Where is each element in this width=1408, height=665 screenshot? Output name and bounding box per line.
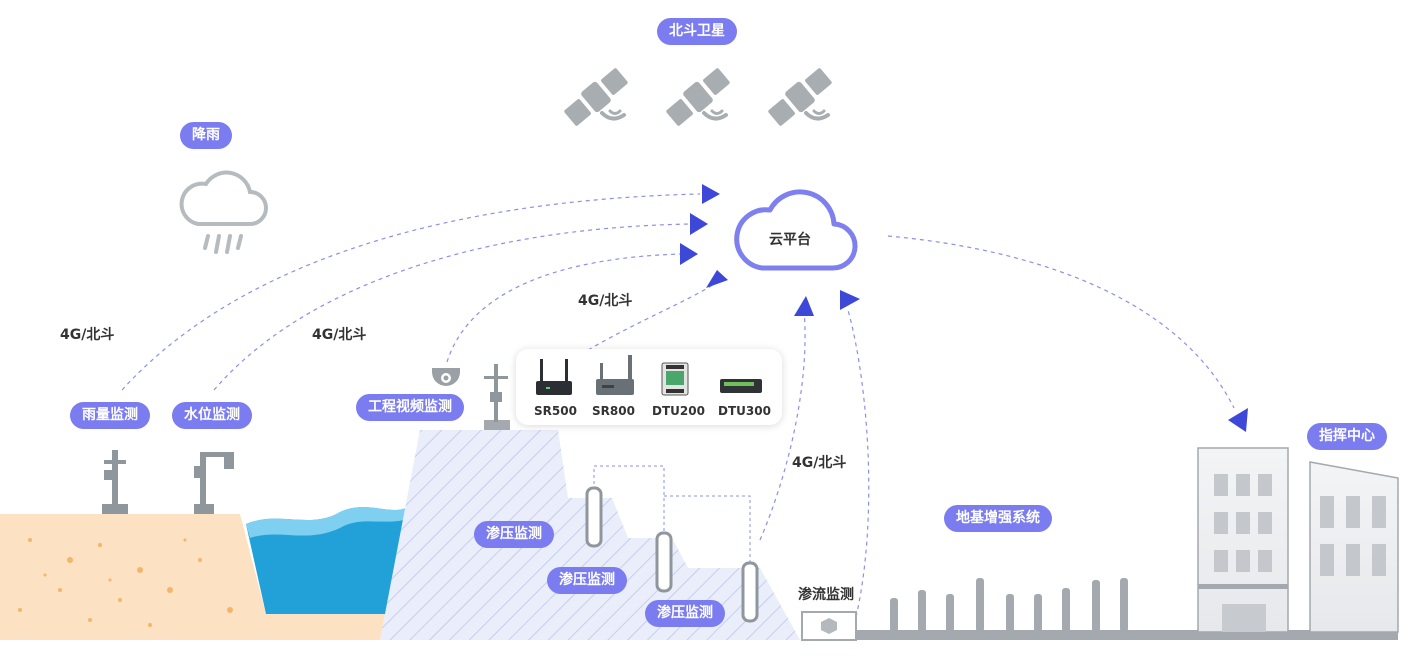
arrow-icon (690, 213, 708, 235)
device-card: SR500 SR800 DTU200 DTU300 (516, 349, 782, 425)
video-monitor-label: 工程视频监测 (356, 394, 464, 421)
device-label: DTU200 (652, 404, 705, 418)
gnss-system-label: 地基增强系统 (944, 505, 1052, 532)
arrow-icon (840, 290, 860, 310)
satellite-icon (666, 68, 730, 126)
mast-base (484, 420, 510, 430)
cloud-platform-label: 云平台 (769, 232, 811, 248)
arrow-icon (1228, 408, 1248, 432)
water-surface (246, 507, 406, 538)
seepage-flow-label: 渗流监测 (798, 587, 854, 603)
satellite-icon (768, 68, 832, 126)
link-label: 4G/北斗 (60, 327, 115, 343)
device-label: SR500 (534, 404, 577, 418)
device-icons (536, 355, 762, 396)
seepage-icon (821, 618, 837, 634)
device-label: DTU300 (718, 404, 771, 418)
sand-bank (0, 514, 385, 640)
dtu-icon (661, 362, 689, 396)
rain-label: 降雨 (180, 122, 232, 149)
cloud-platform-icon (734, 189, 858, 271)
ground-line (856, 630, 1398, 640)
osmotic-sensors (585, 486, 759, 623)
osmotic-monitor-label: 渗压监测 (645, 600, 725, 627)
dtu-icon (720, 379, 762, 393)
command-center-label: 指挥中心 (1307, 423, 1387, 450)
link-label: 4G/北斗 (312, 327, 367, 343)
device-label: SR800 (592, 404, 635, 418)
gnss-poles (890, 578, 1128, 632)
rain-gauge-station (102, 450, 128, 514)
satellite-icon (564, 68, 628, 126)
osmotic-monitor-label: 渗压监测 (547, 567, 627, 594)
camera-icon (432, 368, 460, 386)
arrow-icon (702, 184, 720, 204)
rainfall-monitor-label: 雨量监测 (70, 402, 150, 429)
water-level-station (194, 452, 234, 514)
arrowheads (680, 184, 1248, 432)
link-label: 4G/北斗 (792, 455, 847, 471)
link-label: 4G/北斗 (578, 293, 633, 309)
antenna-mast (484, 364, 508, 422)
command-center-building (1197, 447, 1289, 633)
router-icon (536, 359, 572, 395)
osmotic-monitor-label: 渗压监测 (474, 521, 554, 548)
satellite-label: 北斗卫星 (657, 18, 737, 45)
arrow-icon (706, 270, 728, 288)
link-lines (121, 193, 1235, 641)
arrow-icon (680, 243, 698, 265)
router-icon (596, 355, 634, 395)
office-building (1309, 461, 1399, 633)
sensor-connectors (593, 465, 751, 563)
arrow-icon (794, 296, 814, 316)
sand-dots (18, 538, 233, 627)
water-level-monitor-label: 水位监测 (172, 402, 252, 429)
rain-cloud-icon (179, 170, 268, 254)
